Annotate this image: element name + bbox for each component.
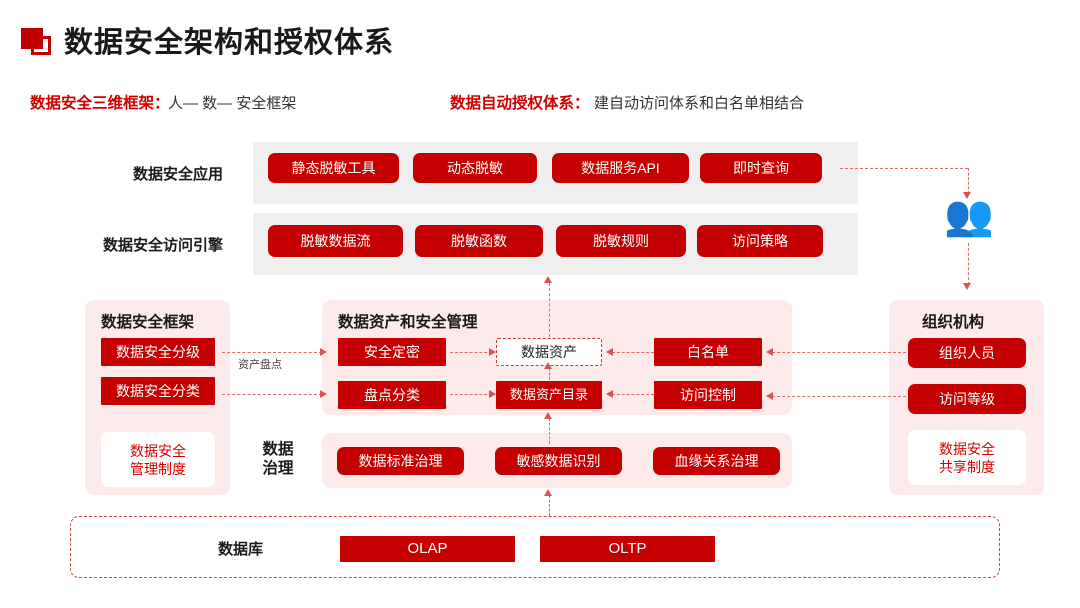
arrow-right-inventory-to-catalog: [489, 390, 496, 398]
connector-governance-to-catalog: [549, 418, 550, 444]
chip-data-asset[interactable]: 数据资产: [496, 338, 602, 366]
arrow-right-grading: [320, 348, 327, 356]
chip-sensitive-data-discovery[interactable]: 敏感数据识别: [495, 447, 622, 475]
chip-security-management-policy[interactable]: 数据安全 管理制度: [101, 432, 215, 487]
database-row-label: 数据库: [217, 541, 263, 558]
chip-masked-data-flow[interactable]: 脱敏数据流: [268, 225, 403, 257]
arrow-up-database-to-governance: [544, 489, 552, 496]
connector-app-to-people: [840, 168, 968, 169]
connector-staff-to-whitelist: [772, 352, 906, 353]
connector-whitelist-to-asset: [612, 352, 654, 353]
subtitle-value-authorization: 建自动访问体系和白名单相结合: [594, 95, 805, 112]
arrow-right-classified-to-asset: [489, 348, 496, 356]
connector-label-asset-inventory: 资产盘点: [238, 359, 282, 371]
people-group-icon: 👥: [944, 194, 994, 238]
connector-catalog-to-asset: [549, 368, 550, 380]
brand-logo-icon: [21, 28, 53, 56]
logo-filled-square: [21, 28, 43, 49]
chip-access-control[interactable]: 访问控制: [654, 381, 762, 409]
arrow-left-staff-to-whitelist: [766, 348, 773, 356]
connector-classified-to-asset: [450, 352, 492, 353]
chip-instant-query[interactable]: 即时查询: [700, 153, 822, 183]
connector-app-to-people-vertical: [968, 168, 969, 194]
connector-classification-to-inventory: [222, 394, 322, 395]
arrow-left-whitelist-to-asset: [606, 348, 613, 356]
connector-inventory-to-catalog: [450, 394, 492, 395]
governance-row-label: 数据 治理: [262, 441, 294, 477]
subtitle-label-framework: 数据安全三维框架：: [30, 95, 170, 112]
arrow-right-classification: [320, 390, 327, 398]
arrow-up-catalog-to-asset: [544, 362, 552, 369]
chip-inventory-classification[interactable]: 盘点分类: [338, 381, 446, 409]
chip-security-grading[interactable]: 数据安全分级: [101, 338, 215, 366]
connector-people-to-organization: [968, 243, 969, 285]
database-row-shell: [70, 516, 1000, 578]
subtitle-value-framework: 人— 数— 安全框架: [168, 95, 297, 112]
chip-data-standard-governance[interactable]: 数据标准治理: [337, 447, 464, 475]
arrow-down-to-people: [963, 192, 971, 199]
security-framework-title: 数据安全框架: [101, 314, 195, 331]
asset-management-title: 数据资产和安全管理: [338, 314, 478, 331]
page-title: 数据安全架构和授权体系: [64, 27, 395, 59]
chip-whitelist[interactable]: 白名单: [654, 338, 762, 366]
chip-data-sharing-policy[interactable]: 数据安全 共享制度: [908, 430, 1026, 485]
arrow-left-level-to-access-control: [766, 392, 773, 400]
chip-security-classified[interactable]: 安全定密: [338, 338, 446, 366]
application-row-label: 数据安全应用: [132, 166, 223, 183]
chip-static-masking-tool[interactable]: 静态脱敏工具: [268, 153, 399, 183]
chip-data-service-api[interactable]: 数据服务API: [552, 153, 689, 183]
chip-organization-staff[interactable]: 组织人员: [908, 338, 1026, 368]
arrow-left-access-control-to-catalog: [606, 390, 613, 398]
organization-title: 组织机构: [922, 314, 985, 331]
connector-access-control-to-catalog: [612, 394, 654, 395]
connector-database-to-governance: [549, 495, 550, 516]
chip-security-classification[interactable]: 数据安全分类: [101, 377, 215, 405]
access-engine-row-label: 数据安全访问引擎: [102, 237, 223, 254]
connector-grading-to-classified: [222, 352, 322, 353]
chip-dynamic-masking[interactable]: 动态脱敏: [413, 153, 537, 183]
chip-olap[interactable]: OLAP: [340, 536, 515, 562]
chip-oltp[interactable]: OLTP: [540, 536, 715, 562]
chip-lineage-governance[interactable]: 血缘关系治理: [653, 447, 780, 475]
arrow-up-to-engine: [544, 276, 552, 283]
connector-asset-to-engine: [549, 283, 550, 337]
chip-access-level[interactable]: 访问等级: [908, 384, 1026, 414]
chip-access-policy[interactable]: 访问策略: [697, 225, 823, 257]
connector-level-to-access-control: [772, 396, 906, 397]
chip-masking-function[interactable]: 脱敏函数: [415, 225, 543, 257]
chip-masking-rule[interactable]: 脱敏规则: [556, 225, 686, 257]
arrow-up-governance-to-catalog: [544, 412, 552, 419]
arrow-down-to-organization: [963, 283, 971, 290]
chip-data-asset-catalog[interactable]: 数据资产目录: [496, 381, 602, 409]
subtitle-label-authorization: 数据自动授权体系：: [450, 95, 590, 112]
subtitle-row: 数据安全三维框架： 人— 数— 安全框架 数据自动授权体系： 建自动访问体系和白…: [0, 91, 1080, 115]
